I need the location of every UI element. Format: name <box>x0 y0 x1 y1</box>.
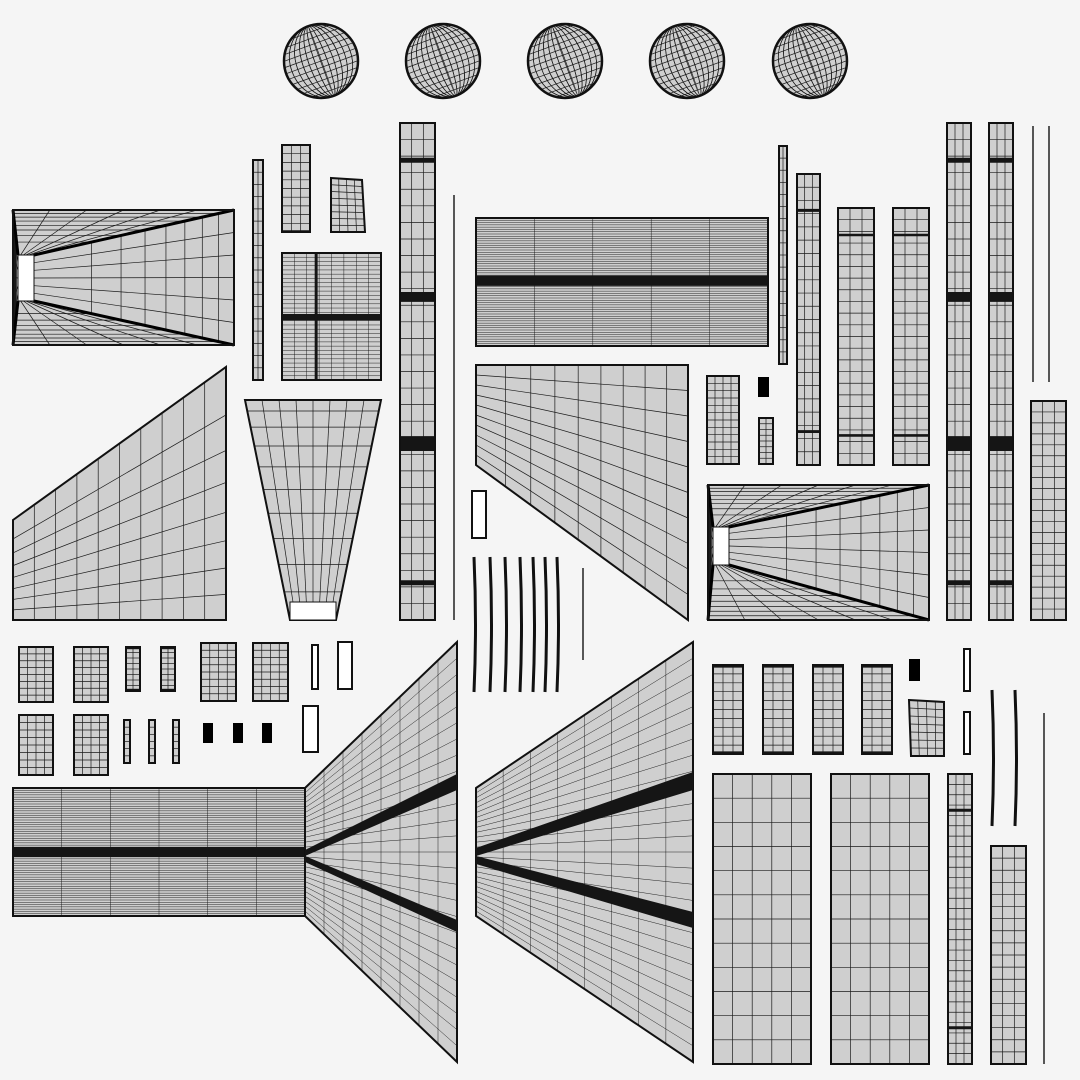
strip-island-5 <box>837 207 875 466</box>
block-island-row-1 <box>712 664 744 755</box>
block-island-row-4 <box>861 664 893 755</box>
sphere-island <box>273 13 369 109</box>
panel-island-2 <box>830 773 930 1065</box>
thin-strip-island-2 <box>778 145 788 365</box>
sliver-islands <box>472 556 1018 827</box>
strip-island-8 <box>947 773 973 1065</box>
barrel-island <box>73 646 109 703</box>
tall-strip-island-1 <box>399 122 436 621</box>
fan-island-center <box>475 364 689 622</box>
thin-strip-island-1 <box>252 159 264 381</box>
block-island-i <box>200 642 237 702</box>
strip-island-9 <box>990 845 1027 1065</box>
block-island-l <box>148 719 156 764</box>
block-island-g <box>125 646 141 692</box>
strip-island-4 <box>796 173 821 466</box>
sphere-island <box>762 13 858 109</box>
block-island-h <box>160 646 176 692</box>
trapezoid-island-center <box>243 399 383 621</box>
block-island-e <box>758 417 774 465</box>
sphere-island <box>517 13 613 109</box>
block-island-b <box>330 176 367 233</box>
tunnel-island-left <box>11 208 235 347</box>
tunnel-island-right <box>706 483 930 622</box>
block-island-k <box>123 719 131 764</box>
grid-island-c <box>281 252 382 381</box>
outline-mark-islands <box>302 490 971 755</box>
thin-line-islands <box>453 126 1050 1064</box>
fan-island-bottom-center <box>475 640 694 1064</box>
strip-island-6 <box>892 207 930 466</box>
block-island-row-2 <box>762 664 794 755</box>
sphere-island <box>395 13 491 109</box>
block-island-m <box>172 719 180 764</box>
tall-strip-island-2 <box>946 122 972 621</box>
barrel-island <box>18 646 54 703</box>
strip-island-7 <box>1030 400 1067 621</box>
block-island-d <box>706 375 740 465</box>
fan-island-left <box>12 365 227 621</box>
sphere-islands <box>273 13 858 109</box>
tall-strip-island-3 <box>988 122 1014 621</box>
solid-mark-islands <box>203 377 920 743</box>
block-island-row-3 <box>812 664 844 755</box>
block-island-a <box>281 144 311 233</box>
block-island-j <box>252 642 289 702</box>
quad-islands <box>11 122 1067 1065</box>
dense-strip-island-top <box>475 217 769 347</box>
panel-island-1 <box>712 773 812 1065</box>
dense-strip-island-bottom <box>12 787 306 917</box>
barrel-island <box>18 714 54 776</box>
barrel-island <box>73 714 109 776</box>
block-island-f <box>907 698 945 757</box>
small-mark-islands <box>203 126 1050 1064</box>
sphere-island <box>639 13 735 109</box>
fan-island-bottom-left <box>304 639 458 1065</box>
